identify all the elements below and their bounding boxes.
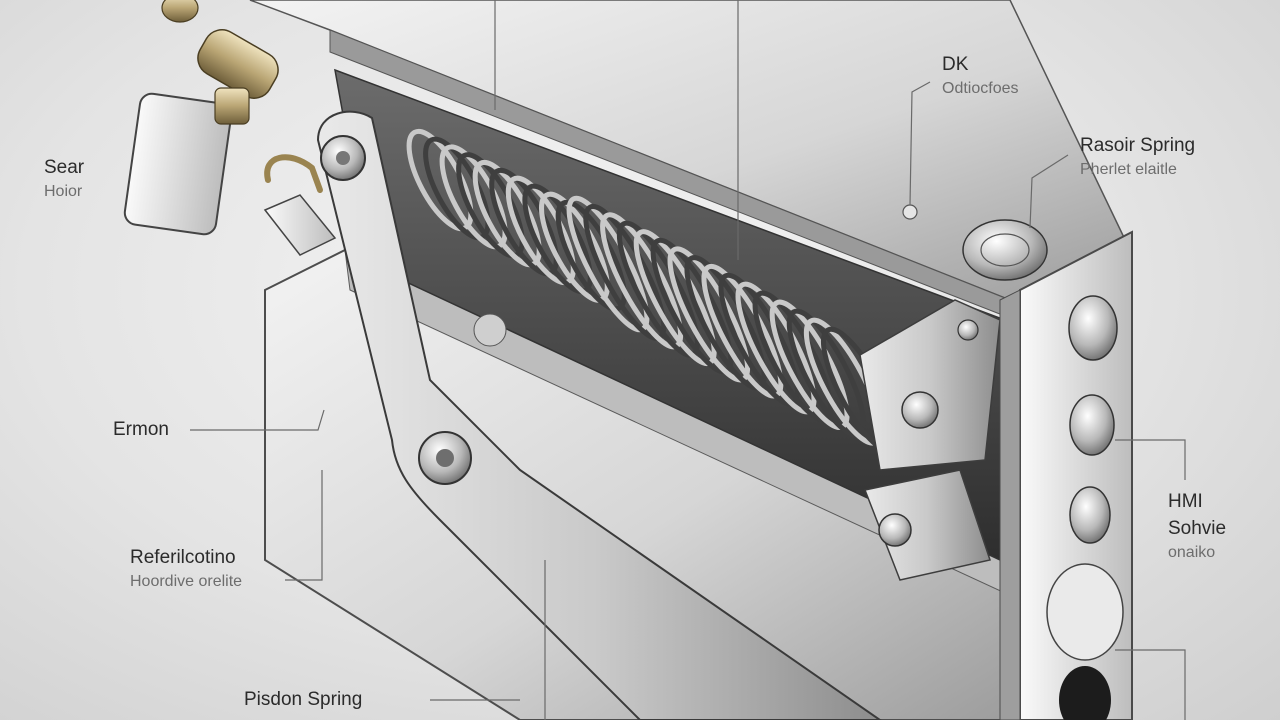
end-plate-hole [1059,666,1111,720]
end-plate-bolt-icon [1068,295,1118,361]
label-title: Pisdon Spring [244,689,363,710]
top-corner-bolt-icon [962,219,1048,281]
label-hmi-sohvie: HMI Sohvie onaiko [1168,492,1226,561]
brass-fitting-body [197,29,279,99]
leader-lines [190,0,1186,720]
bracket-bolt-icon [957,319,979,341]
top-corner-bolt-ring [980,233,1030,267]
label-subtitle: Hoordive orelite [130,573,243,590]
label-subtitle: Pherlet elaitle [1080,161,1177,178]
brass-hook-icon [264,154,323,193]
label-subtitle: onaiko [1168,544,1216,561]
label-subtitle: Odtiocfoes [942,80,1019,97]
label-referiicotino: Referilcotino Hoordive orelite [130,548,242,590]
leader-line [285,470,323,581]
seat-block [123,92,233,236]
spring-coil-icon [406,128,899,454]
label-dk: DK Odtiocfoes [942,55,1018,97]
guide-bracket [263,194,337,256]
cavity-fastener-icon [473,313,507,347]
end-plate-edge [999,289,1021,720]
lever-pivot-bolt-center [336,151,350,165]
label-seat-hoior: Sear Hoior [44,158,84,200]
spring-coil [522,183,593,294]
label-title: Referilcotino [130,547,236,568]
brass-fitting-icon [161,0,279,125]
end-plate-bolt-icon [1069,486,1111,544]
rail-hole-icon [902,204,918,220]
label-subtitle: Hoior [44,183,83,200]
leader-line [190,409,325,431]
lever-arm-icon [316,110,882,720]
lower-bracket [863,469,991,581]
label-rasoir-spring: Rasoir Spring Pherlet elaitle [1080,136,1195,178]
end-plate-bolt-icon [1069,394,1115,456]
spring-bracket [859,299,1001,471]
label-title-line2: Sohvie [1168,518,1227,539]
label-piston-spring: Pisdon Spring [244,690,362,709]
label-title: DK [942,54,969,75]
brass-fitting-cap [161,0,199,23]
label-ermon: Ermon [113,420,169,439]
end-plate-badge [1046,563,1124,661]
leader-line [909,81,931,206]
label-title: Rasoir Spring [1080,135,1196,156]
brass-fitting-stem [214,87,250,125]
spring-coil [555,199,627,312]
label-title: Ermon [113,419,169,440]
lower-bracket-bolt-icon [878,513,912,547]
leader-line [1115,649,1186,720]
end-plate-bolts [1046,295,1124,720]
leader-line [1029,154,1069,229]
label-title: HMI [1168,491,1203,512]
bracket-bolt-icon [901,391,939,429]
lever-mid-bolt-center [436,449,454,467]
leader-line [1115,439,1186,480]
label-title: Sear [44,157,85,178]
